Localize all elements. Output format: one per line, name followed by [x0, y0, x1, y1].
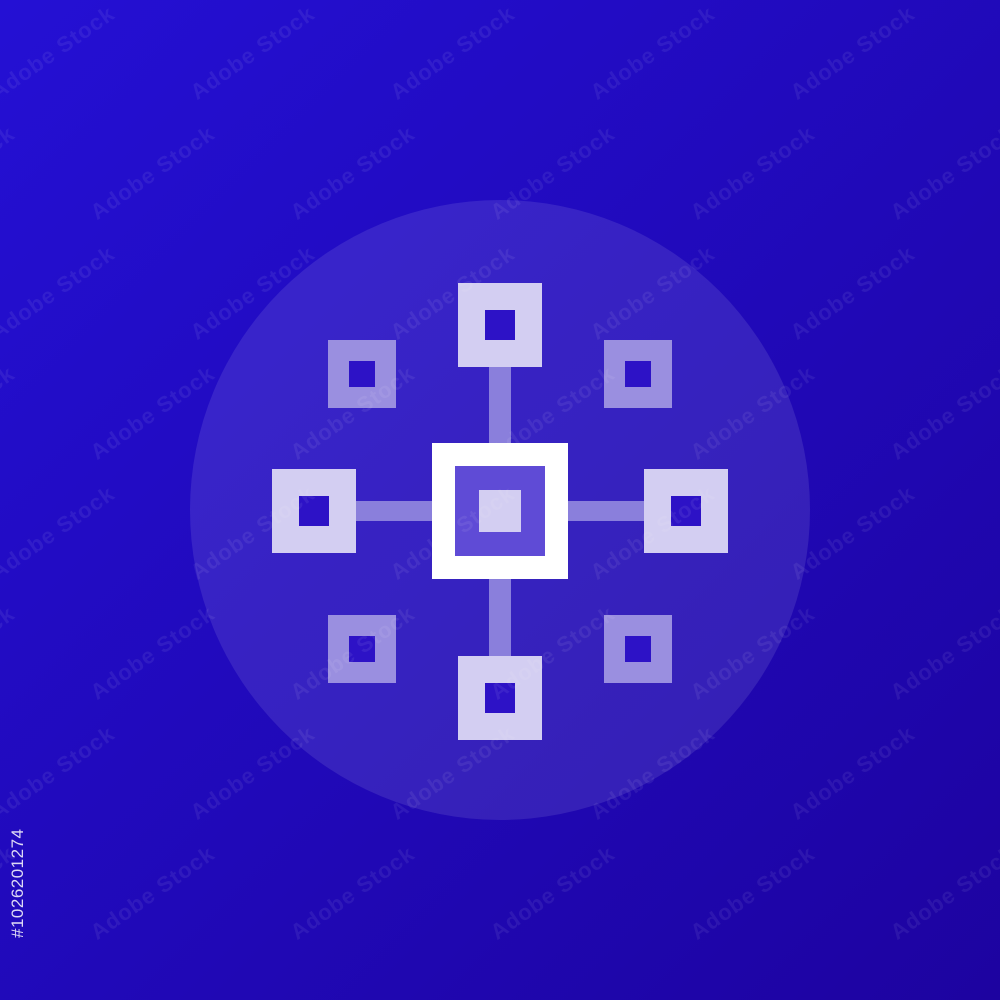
center-hub-node [432, 443, 568, 579]
node-bottom-left [328, 615, 396, 683]
diagonal-nodes [328, 340, 672, 683]
node-top [458, 283, 542, 367]
connector-left [355, 501, 433, 521]
node-top-right [604, 340, 672, 408]
axis-nodes [272, 283, 728, 740]
node-left [272, 469, 356, 553]
connector-right [567, 501, 645, 521]
stock-id-label: #1026201274 [8, 828, 27, 938]
connector-bottom [489, 578, 511, 658]
connector-lines [355, 365, 645, 658]
node-right [644, 469, 728, 553]
node-bottom-right [604, 615, 672, 683]
connector-top [489, 365, 511, 445]
node-bottom [458, 656, 542, 740]
node-top-left [328, 340, 396, 408]
